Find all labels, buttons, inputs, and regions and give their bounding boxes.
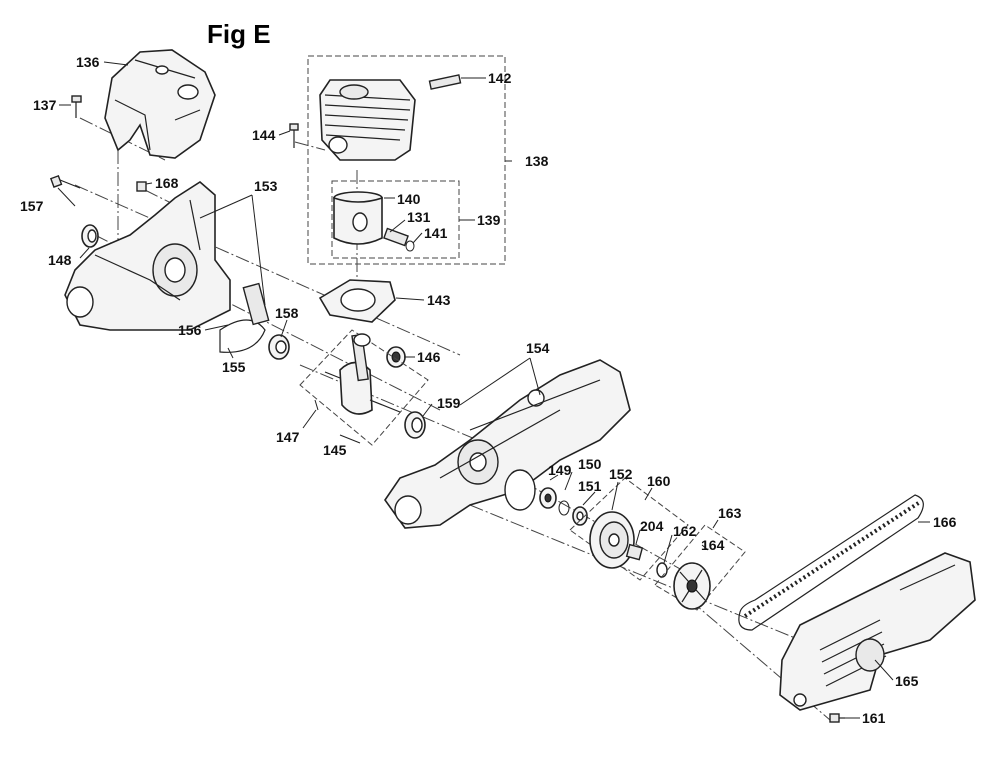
label-145: 145 — [323, 442, 347, 458]
label-166: 166 — [933, 514, 957, 530]
label-159: 159 — [437, 395, 461, 411]
label-142: 142 — [488, 70, 512, 86]
label-162: 162 — [673, 523, 697, 539]
figure-title: Fig E — [207, 19, 271, 49]
label-143: 143 — [427, 292, 451, 308]
belt-guard-165-part — [779, 552, 976, 711]
gasket-155-156-part — [219, 282, 270, 353]
label-137: 137 — [33, 97, 57, 113]
crankcase-154-part — [384, 359, 631, 529]
label-148: 148 — [48, 252, 72, 268]
screw-144-part — [289, 123, 299, 148]
cylinder-part — [319, 79, 416, 161]
washer-162-part — [656, 562, 668, 578]
label-156: 156 — [178, 322, 202, 338]
label-160: 160 — [647, 473, 671, 489]
crankshaft-part — [324, 333, 401, 415]
crankcase-153-part — [64, 181, 231, 331]
spark-plug-142-part — [428, 74, 462, 90]
label-152: 152 — [609, 466, 633, 482]
crankshaft-assy-145-box — [299, 329, 429, 446]
label-204: 204 — [640, 518, 664, 534]
label-154: 154 — [526, 340, 550, 356]
label-161: 161 — [862, 710, 886, 726]
cylinder-assy-138-box — [307, 55, 506, 265]
part-labels: 136 137 157 168 153 148 156 155 158 147 … — [20, 54, 957, 726]
label-158: 158 — [275, 305, 299, 321]
key-147-part — [314, 399, 319, 411]
label-147: 147 — [276, 429, 300, 445]
label-164: 164 — [701, 537, 725, 553]
label-153: 153 — [254, 178, 278, 194]
screw-137-part — [71, 95, 82, 118]
clutch-164-part — [673, 562, 711, 610]
nut-168-part — [136, 181, 147, 192]
leader-lines — [57, 61, 930, 719]
bearing-146-part — [386, 346, 406, 368]
label-163: 163 — [718, 505, 742, 521]
label-165: 165 — [895, 673, 919, 689]
label-155: 155 — [222, 359, 246, 375]
label-157: 157 — [20, 198, 44, 214]
label-149: 149 — [548, 462, 572, 478]
cylinder-cover-part — [104, 49, 216, 159]
label-151: 151 — [578, 478, 602, 494]
piston-pin-131-part — [383, 227, 409, 247]
bearing-204-part — [625, 543, 644, 561]
label-144: 144 — [252, 127, 276, 143]
label-150: 150 — [578, 456, 602, 472]
seal-148-part — [81, 224, 99, 248]
label-138: 138 — [525, 153, 549, 169]
label-146: 146 — [417, 349, 441, 365]
label-140: 140 — [397, 191, 421, 207]
piston-part — [333, 191, 383, 245]
bearing-159-part — [404, 411, 426, 439]
gasket-143-part — [318, 279, 396, 323]
label-131: 131 — [407, 209, 431, 225]
label-139: 139 — [477, 212, 501, 228]
bearing-158-part — [268, 334, 290, 360]
bolt-157-part — [49, 174, 81, 189]
label-136: 136 — [76, 54, 100, 70]
label-168: 168 — [155, 175, 179, 191]
belt-166-part — [738, 494, 924, 631]
circlip-141-part — [405, 240, 415, 252]
label-141: 141 — [424, 225, 448, 241]
clutch-drum-152-part — [589, 511, 635, 569]
washers-149-150-151-part — [539, 487, 588, 526]
